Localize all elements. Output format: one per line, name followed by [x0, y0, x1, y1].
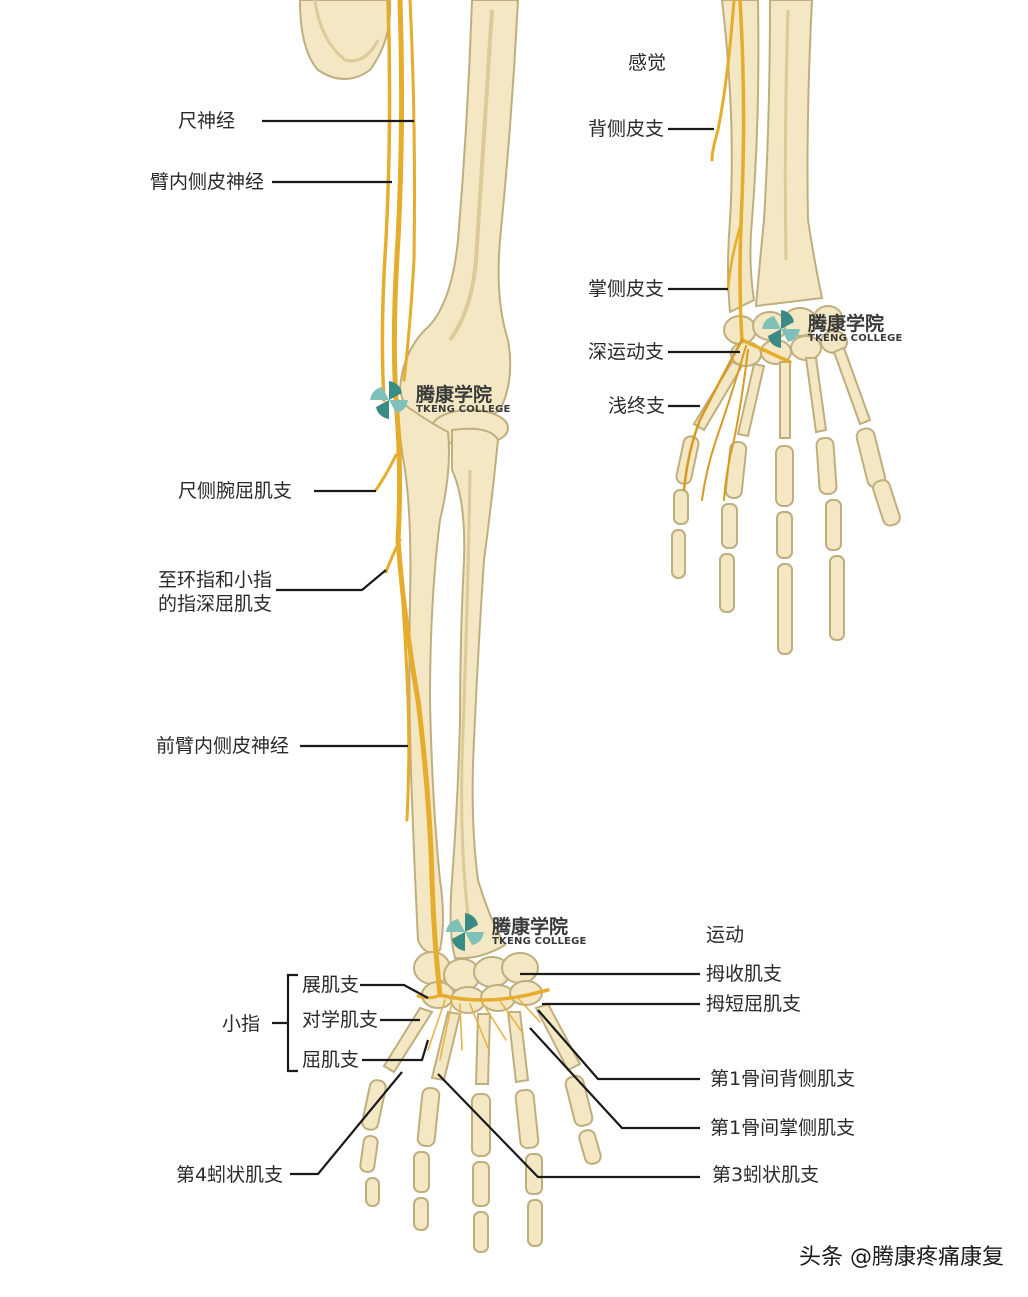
hand-bones	[359, 1002, 602, 1253]
watermark-logo: 腾康学院 TKENG COLLEGE	[758, 306, 903, 352]
leader-first-palmar-interosseous	[529, 1027, 700, 1130]
label-third-lumbrical: 第3蚓状肌支	[712, 1164, 820, 1186]
bracket-little-finger	[272, 973, 298, 1073]
label-first-palmar-interosseous: 第1骨间掌侧肌支	[710, 1117, 856, 1139]
watermark-name-cn: 腾康学院	[492, 915, 569, 938]
watermark-logo: 腾康学院 TKENG COLLEGE	[366, 377, 511, 423]
label-fcu-branch: 尺侧腕屈肌支	[178, 480, 293, 502]
leader-fdp	[276, 569, 387, 592]
label-medial-brachial-cutaneous: 臂内侧皮神经	[150, 171, 265, 193]
label-fdp-branch-line2: 的指深屈肌支	[158, 593, 273, 615]
leader-abductor	[360, 983, 429, 999]
label-little-finger: 小指	[222, 1013, 261, 1035]
ulna	[396, 398, 450, 954]
label-sensory-heading: 感觉	[628, 52, 667, 74]
label-abductor-branch: 展肌支	[302, 974, 360, 996]
label-fourth-lumbrical: 第4蚓状肌支	[176, 1164, 284, 1186]
watermark-name-cn: 腾康学院	[808, 312, 885, 335]
label-deep-motor: 深运动支	[588, 341, 665, 363]
label-palmar-cutaneous: 掌侧皮支	[588, 278, 665, 300]
leader-flexor	[362, 1039, 430, 1062]
pinwheel-icon	[446, 913, 484, 951]
label-opponens-branch: 对学肌支	[302, 1009, 379, 1031]
label-ulnar-nerve: 尺神经	[178, 110, 236, 132]
watermark-logo: 腾康学院 TKENG COLLEGE	[442, 909, 587, 955]
label-fdp-branch-line1: 至环指和小指	[158, 569, 273, 591]
ulnar-nerve	[374, 0, 550, 1061]
watermark-name-en: TKENG COLLEGE	[416, 403, 511, 415]
leader-third-lumbrical	[437, 1073, 700, 1179]
humerus	[398, 0, 520, 427]
small-hand	[671, 0, 901, 655]
label-fpb-branch: 拇短屈肌支	[706, 993, 802, 1015]
leader-first-dorsal-interosseous	[537, 1009, 700, 1081]
label-medial-antebrachial-cutaneous: 前臂内侧皮神经	[156, 735, 290, 757]
leader-lines	[262, 119, 740, 1179]
radius	[449, 427, 507, 960]
label-flexor-branch: 屈肌支	[302, 1049, 360, 1071]
pinwheel-icon	[370, 381, 408, 419]
label-adductor-pollicis: 拇收肌支	[706, 963, 783, 985]
label-first-dorsal-interosseous: 第1骨间背侧肌支	[710, 1068, 856, 1090]
pinwheel-icon	[762, 310, 800, 348]
leader-fourth-lumbrical	[290, 1071, 403, 1176]
label-dorsal-cutaneous: 背侧皮支	[588, 118, 665, 140]
credit-text: 头条 @腾康疼痛康复	[799, 1245, 1004, 1270]
watermark-name-en: TKENG COLLEGE	[492, 935, 587, 947]
label-superficial-terminal: 浅终支	[608, 395, 666, 417]
watermark-name-en: TKENG COLLEGE	[808, 332, 903, 344]
label-motor-heading: 运动	[706, 924, 745, 946]
main-arm	[298, 0, 602, 1253]
watermark-name-cn: 腾康学院	[416, 383, 493, 406]
